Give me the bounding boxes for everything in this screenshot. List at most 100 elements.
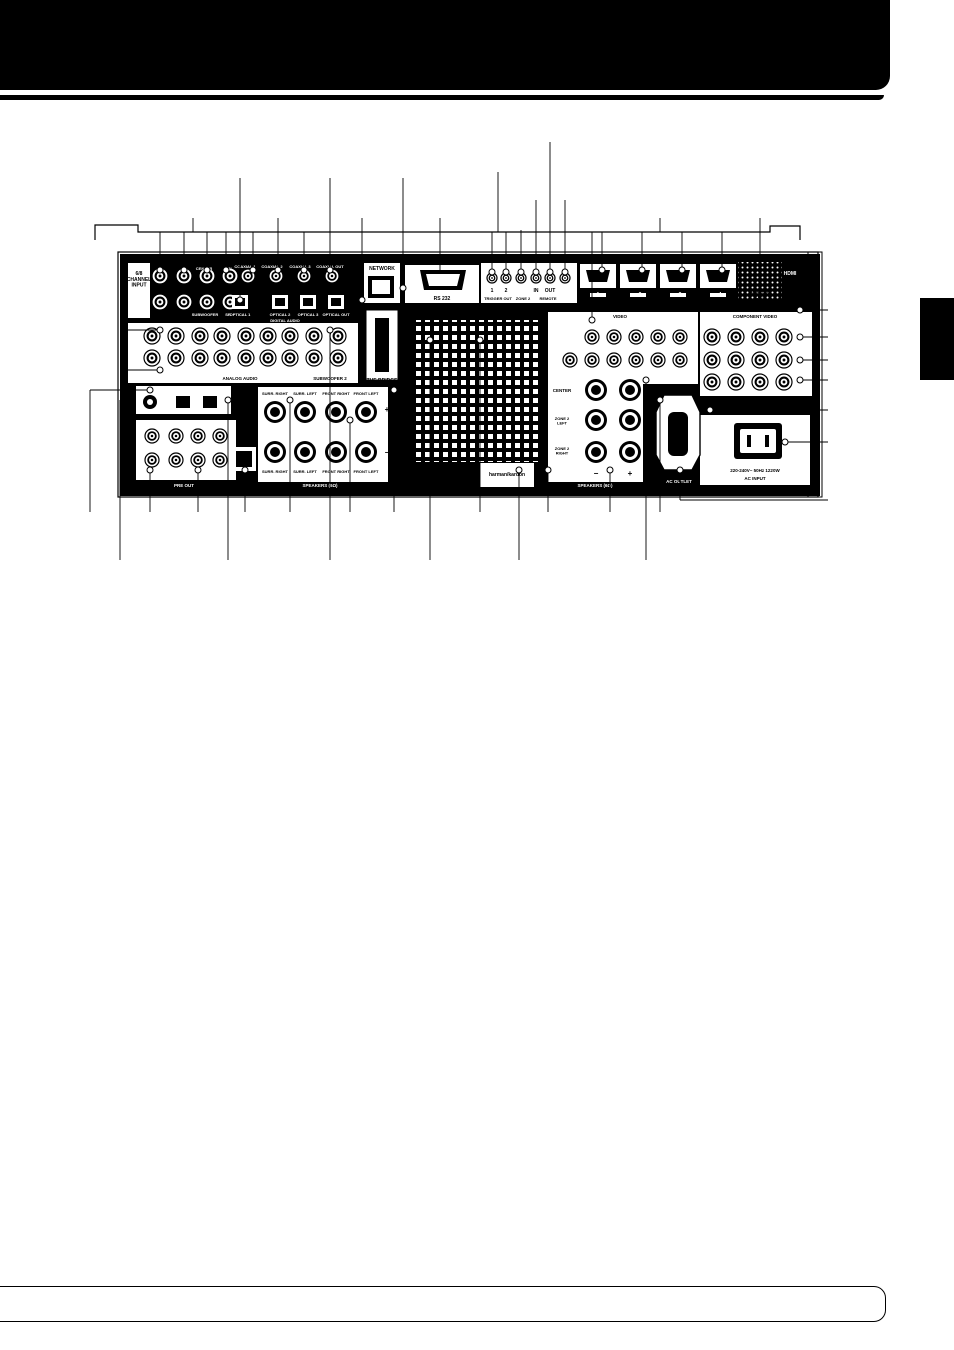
callout-marker [146, 386, 154, 394]
hdmi-port-group [580, 264, 736, 297]
rca-jack [500, 272, 512, 284]
rca-jack [167, 349, 185, 367]
callout-marker [515, 466, 523, 474]
cooling-vent [414, 320, 540, 462]
callout-marker [426, 336, 434, 344]
rca-jack [727, 351, 745, 369]
label-subwoofer: SUBWOOFER [192, 312, 219, 317]
rca-jack [190, 452, 206, 468]
the-bridge-dock [365, 309, 399, 381]
callout-marker [326, 326, 334, 334]
callout-marker [561, 268, 569, 276]
callout-marker [346, 416, 354, 424]
speaker-binding-post [619, 409, 641, 431]
callout-marker [502, 268, 510, 276]
callout-lines [89, 142, 828, 560]
callout-marker [796, 333, 804, 341]
label-front-right-top: FRONT RIGHT [322, 391, 350, 396]
label-optical-1: OPTICAL 1 [230, 312, 252, 317]
label-trigger-1: 1 [491, 288, 494, 294]
label-ac-outlet: AC OUTLET [666, 479, 692, 484]
callout-marker [796, 356, 804, 364]
label-rs232: RS 232 [434, 296, 451, 302]
label-front-right-bottom: FRONT RIGHT [322, 469, 350, 474]
rca-jack [559, 272, 571, 284]
header-rule [0, 95, 884, 100]
speaker-binding-post [294, 441, 316, 463]
label-remote: REMOTE [539, 296, 556, 301]
ac-outlet [655, 394, 701, 471]
callout-marker [588, 316, 596, 324]
rca-jack [259, 327, 277, 345]
rca-jack [175, 267, 193, 285]
rca-jack [727, 328, 745, 346]
label-component-video: COMPONENT VIDEO [733, 314, 778, 319]
label-speakers-right: SPEAKERS (6Ω) [577, 483, 613, 488]
rca-jack [584, 352, 600, 368]
rca-jack [751, 328, 769, 346]
label-hdmi-3: 3 [679, 292, 682, 298]
label-coaxial-2: COAXIAL 2 [261, 264, 283, 269]
speaker-binding-post [619, 441, 641, 463]
rca-jack [562, 352, 578, 368]
rca-jack [213, 349, 231, 367]
label-brand: harman/kardon [489, 472, 525, 478]
speaker-binding-post [619, 379, 641, 401]
rca-jack [628, 329, 644, 345]
rca-jack [650, 352, 666, 368]
rca-jack [628, 352, 644, 368]
label-fl: FL [154, 312, 159, 317]
label-trigger-2: 2 [505, 288, 508, 294]
label-minus: − [385, 448, 390, 457]
speaker-binding-post [294, 401, 316, 423]
rca-jack [775, 351, 793, 369]
rca-jack [606, 352, 622, 368]
rca-jack [727, 373, 745, 391]
callout-marker [222, 266, 230, 274]
label-optical-3: OPTICAL 3 [298, 312, 320, 317]
rca-jack [775, 373, 793, 391]
label-speakers-left: SPEAKERS (6Ω) [302, 483, 338, 488]
callout-marker [249, 266, 257, 274]
label-front-left-bottom: FRONT LEFT [354, 469, 379, 474]
label-a-bus: A-BUS [238, 474, 251, 479]
rca-jack [650, 329, 666, 345]
callout-marker [678, 266, 686, 274]
rca-jack [305, 327, 323, 345]
label-center-speaker: CENTER [553, 388, 572, 393]
callout-marker [544, 466, 552, 474]
section-tab [920, 298, 954, 380]
rca-jack [151, 293, 169, 311]
callout-marker [488, 268, 496, 276]
label-remote-in: IN [534, 288, 539, 294]
rca-jack [237, 327, 255, 345]
rca-jack [175, 293, 193, 311]
callout-marker [390, 386, 398, 394]
antenna-terminals [143, 395, 217, 409]
rca-jack [212, 452, 228, 468]
rca-jack [329, 349, 347, 367]
rca-jack [703, 373, 721, 391]
label-sbl: SBL [225, 266, 234, 271]
callout-marker [274, 266, 282, 274]
monitor-out-panel [738, 262, 782, 300]
rca-jack [143, 327, 161, 345]
binding-post-group [264, 379, 641, 463]
label-radio-antennas: RADIO ANTENNAS [163, 415, 204, 420]
callout-marker [241, 466, 249, 474]
rca-jack [775, 328, 793, 346]
callout-marker [203, 266, 211, 274]
label-pre-out: PRE OUT [174, 483, 194, 488]
label-analog-audio: ANALOG AUDIO [222, 376, 258, 381]
rca-jack [703, 328, 721, 346]
rca-jack [584, 329, 600, 345]
speaker-binding-post [325, 401, 347, 423]
label-digital-audio: DIGITAL AUDIO [270, 318, 299, 323]
callout-marker [532, 268, 540, 276]
label-voltage: 220-240V~ 50Hz 1220W [730, 468, 780, 473]
callout-marker [796, 376, 804, 384]
label-surr-left-bottom: SURR. LEFT [293, 469, 317, 474]
